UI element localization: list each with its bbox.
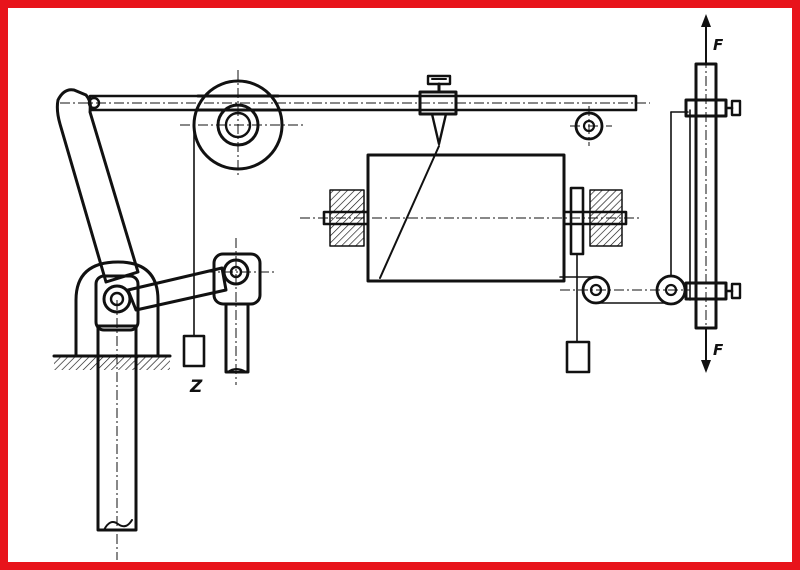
vertical-column <box>96 300 138 560</box>
upper-clamp <box>684 98 742 118</box>
connecting-rod <box>126 266 228 312</box>
force-label-bottom: F <box>713 341 724 359</box>
lever-arm <box>55 88 140 284</box>
guide-pulley <box>655 111 689 306</box>
large-pulley <box>180 70 305 178</box>
weight-label: Z <box>189 377 203 397</box>
beam-pulley <box>570 106 612 146</box>
weight-z <box>182 124 206 368</box>
transmission-pulley <box>559 275 690 305</box>
plunger-joint <box>205 238 275 385</box>
drum-weight <box>565 253 591 374</box>
stylus-holder <box>418 74 458 146</box>
left-bearing <box>322 189 370 247</box>
specimen-bar <box>689 40 718 362</box>
force-label-top: F <box>713 36 724 54</box>
right-bearing <box>562 186 628 256</box>
ground-support <box>52 260 172 370</box>
force-arrow-top <box>701 14 711 65</box>
lower-clamp <box>684 281 742 301</box>
force-arrow-bottom <box>701 327 711 373</box>
horizontal-beam <box>60 94 650 112</box>
